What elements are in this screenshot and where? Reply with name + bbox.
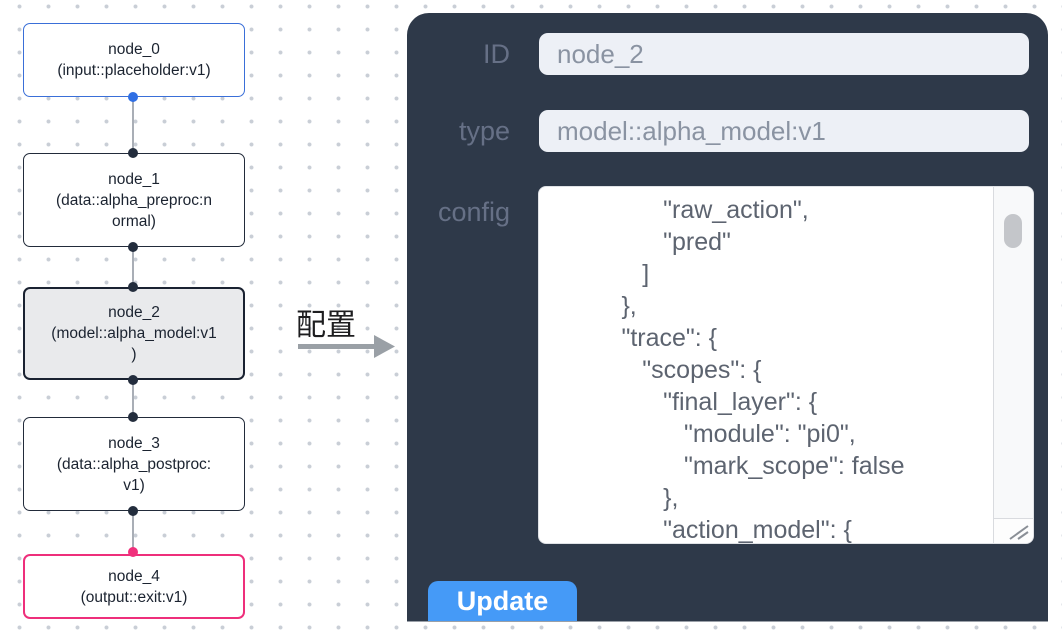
config-line: "mark_scope": false (552, 452, 905, 480)
node-subtitle: v1) (123, 476, 145, 494)
resize-handle-icon[interactable] (1008, 524, 1030, 540)
port-node3-in-icon[interactable] (128, 412, 138, 422)
node-node_4[interactable]: node_4 (output::exit:v1) (23, 554, 245, 619)
port-node3-out-icon[interactable] (128, 506, 138, 516)
config-line: "module": "pi0", (552, 420, 856, 448)
id-label: ID (483, 39, 510, 69)
config-line: }, (552, 292, 637, 320)
id-input[interactable] (539, 33, 1029, 75)
scrollbar-thumb[interactable] (1004, 214, 1022, 248)
edge-node1-node2 (132, 247, 134, 287)
config-label: config (437, 197, 510, 227)
node-subtitle: (input::placeholder:v1) (57, 62, 211, 79)
transition-label: 配置 (296, 309, 356, 342)
config-line: "action_model": { (552, 516, 852, 543)
node-title: node_4 (108, 567, 160, 585)
node-subtitle: (data::alpha_preproc:n (56, 191, 212, 209)
node-config-panel: ID type config "raw_action", "pred" ] },… (407, 13, 1048, 622)
config-line: "scopes": { (552, 356, 762, 384)
edge-node2-node3 (132, 380, 134, 418)
node-node_3[interactable]: node_3 (data::alpha_postproc: v1) (23, 417, 245, 511)
edge-node0-node1 (132, 97, 134, 154)
config-line: "final_layer": { (552, 388, 818, 416)
port-node0-out-icon[interactable] (128, 92, 138, 102)
config-line: }, (552, 484, 679, 512)
port-node4-in-icon[interactable] (128, 547, 138, 557)
port-node2-in-icon[interactable] (128, 282, 138, 292)
node-subtitle: (output::exit:v1) (80, 588, 188, 606)
node-subtitle: ormal) (112, 212, 156, 230)
scrollbar-track[interactable] (993, 187, 1033, 519)
node-title: node_0 (108, 41, 160, 58)
port-node1-in-icon[interactable] (128, 148, 138, 158)
edge-node3-node4 (132, 511, 134, 552)
type-label: type (458, 116, 510, 146)
port-node1-out-icon[interactable] (128, 242, 138, 252)
node-node_0[interactable]: node_0 (input::placeholder:v1) (23, 23, 245, 97)
node-node_1[interactable]: node_1 (data::alpha_preproc:n ormal) (23, 153, 245, 247)
update-button[interactable]: Update (428, 581, 577, 621)
node-title: node_2 (108, 304, 160, 321)
config-editor[interactable]: "raw_action", "pred" ] }, "trace": { "sc… (538, 186, 1034, 544)
port-node2-out-icon[interactable] (128, 375, 138, 385)
node-node_2-selected[interactable]: node_2 (model::alpha_model:v1 ) (23, 287, 245, 380)
config-line: "trace": { (552, 324, 718, 352)
type-input[interactable] (539, 110, 1029, 152)
right-arrow-icon (298, 335, 395, 358)
node-subtitle: ) (131, 346, 137, 363)
config-code: "raw_action", "pred" ] }, "trace": { "sc… (539, 187, 1033, 543)
config-line: "pred" (552, 228, 731, 256)
scrollbar-corner (993, 518, 1033, 543)
config-line: ] (552, 260, 650, 288)
node-title: node_3 (108, 434, 160, 452)
config-line: "raw_action", (552, 196, 809, 224)
node-title: node_1 (108, 170, 160, 188)
node-subtitle: (data::alpha_postproc: (56, 455, 212, 473)
node-subtitle: (model::alpha_model:v1 (51, 325, 217, 342)
